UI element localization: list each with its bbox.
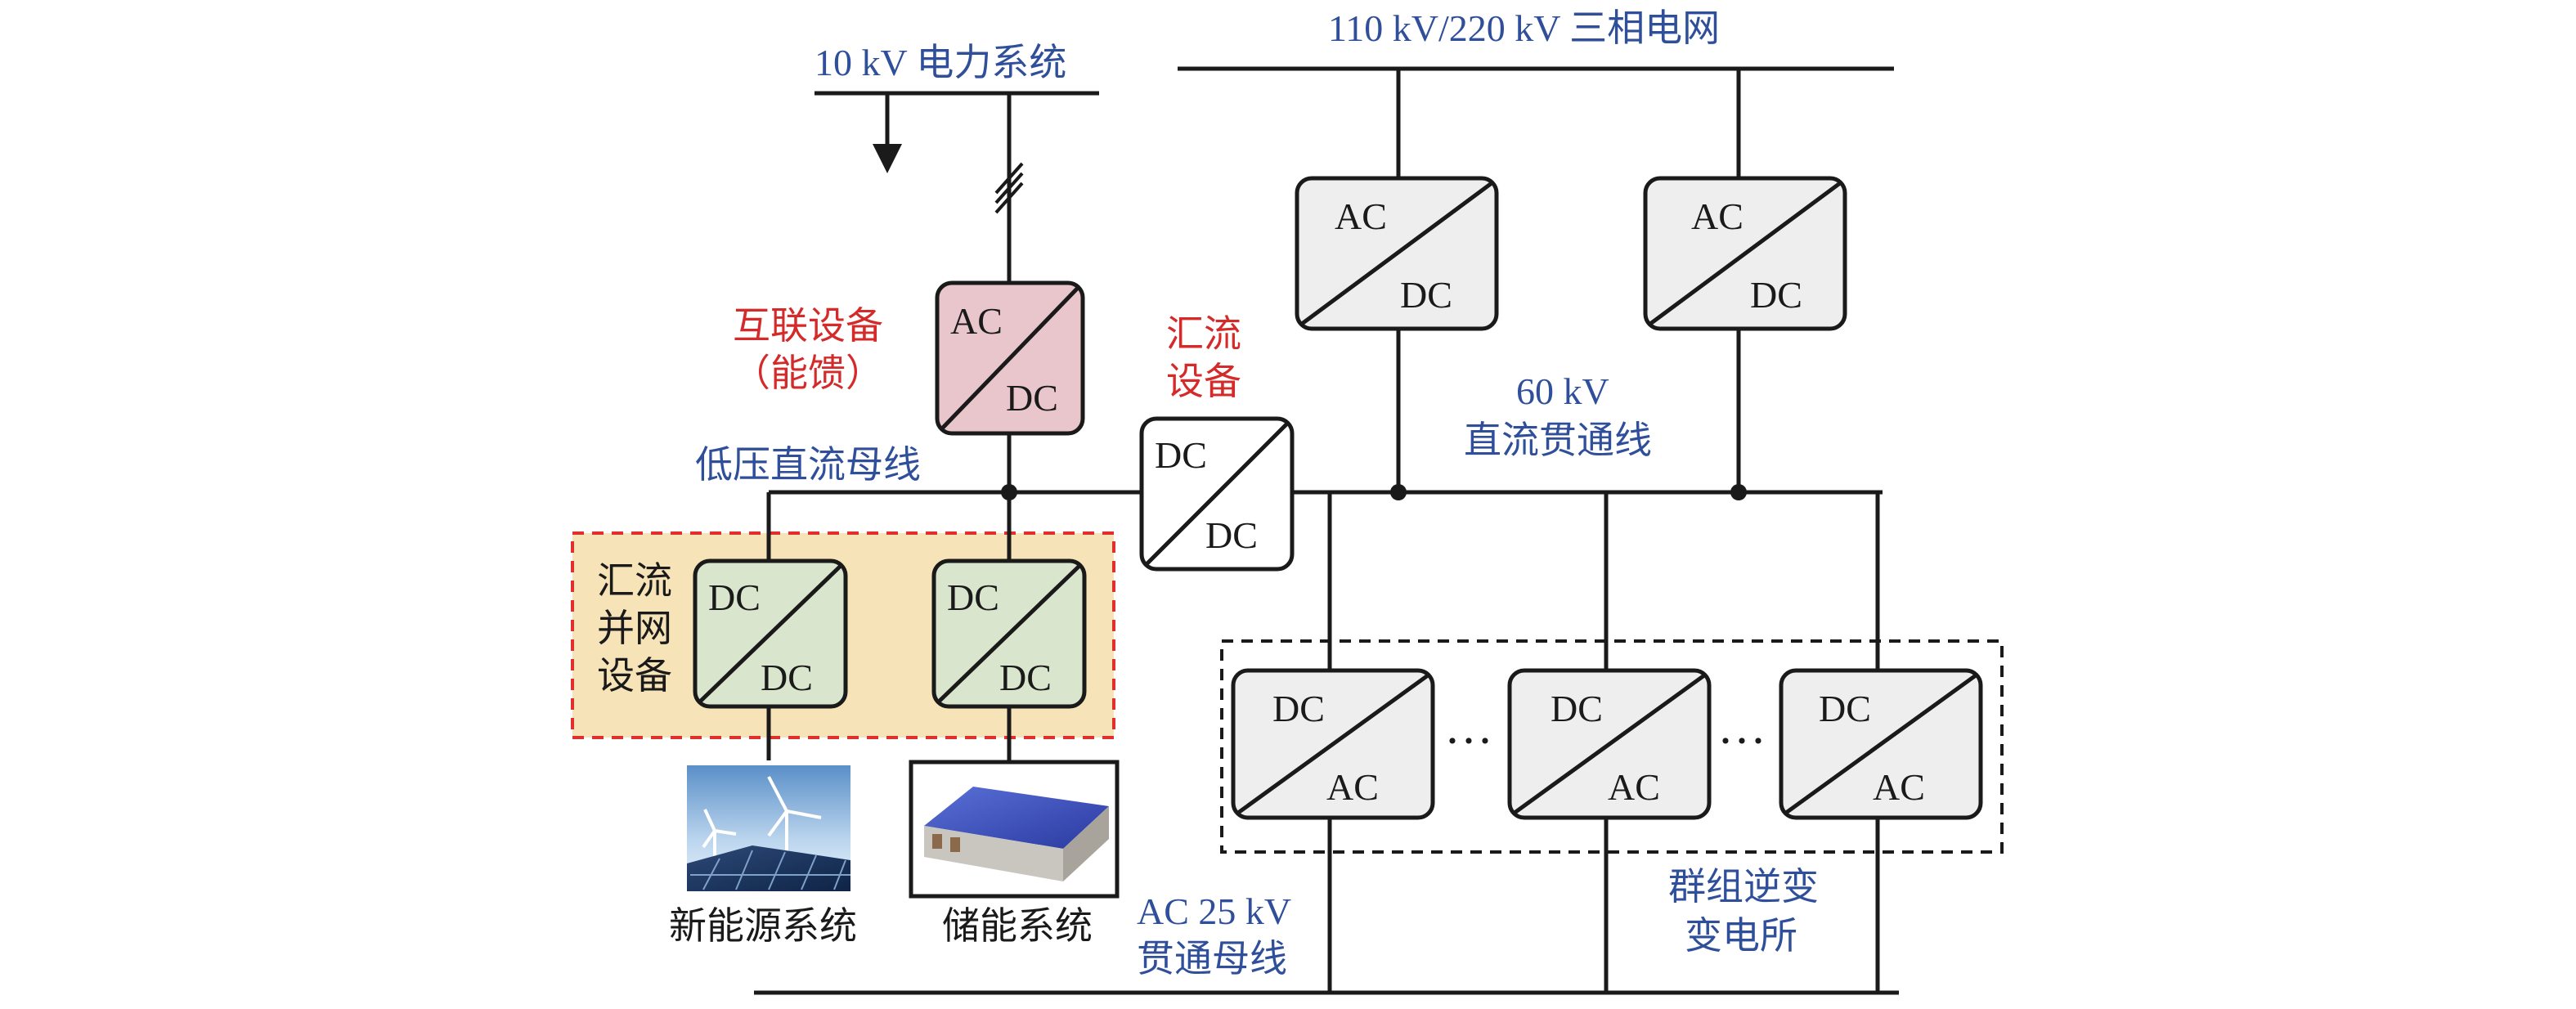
label-combiner-line2: 设备 (1166, 361, 1241, 402)
label-grid-conn-line3: 设备 (597, 655, 672, 697)
label-combiner-line1: 汇流 (1166, 313, 1241, 355)
acdc-converter-right: AC DC (1643, 176, 1847, 331)
converter-label-bottom: DC (1750, 274, 1802, 316)
label-interconnect-line2: （能馈） (733, 352, 883, 394)
converter-label-top: DC (1819, 688, 1871, 729)
label-grid-conn-line1: 汇流 (597, 560, 672, 602)
converter-label-top: AC (950, 300, 1003, 342)
label-dc60-line2: 直流贯通线 (1464, 419, 1652, 461)
load-arrow-icon (873, 144, 902, 173)
converter-label-bottom: DC (1006, 377, 1058, 419)
label-inverter-line2: 变电所 (1685, 915, 1797, 957)
converter-label-top: DC (947, 576, 999, 618)
battery-pack-icon (909, 760, 1120, 899)
converter-label-top: DC (1272, 688, 1325, 729)
ellipsis-2: ··· (1717, 714, 1766, 768)
junction-dcbus-right (1730, 484, 1747, 500)
label-inverter-line1: 群组逆变 (1668, 866, 1819, 908)
converter-label-bottom: AC (1873, 766, 1925, 808)
three-phase-tick-icon (994, 162, 1024, 214)
ellipsis-1: ··· (1444, 714, 1493, 768)
dcdc-new-energy-converter: DC DC (693, 558, 848, 709)
dcac-inverter-3: DC AC (1779, 668, 1983, 820)
label-lv-dc-bus: 低压直流母线 (695, 444, 921, 486)
converter-label-bottom: DC (1400, 274, 1452, 316)
converter-label-bottom: DC (761, 657, 813, 698)
acdc-converter-left: AC DC (1295, 176, 1499, 331)
dcdc-combiner-converter: DC DC (1139, 416, 1295, 572)
wind-solar-icon (687, 765, 850, 891)
converter-label-bottom: DC (1205, 514, 1258, 556)
converter-label-top: DC (1551, 688, 1603, 729)
dcac-inverter-1: DC AC (1231, 668, 1435, 820)
label-grid-110-220: 110 kV/220 kV 三相电网 (1328, 7, 1720, 49)
dcdc-storage-converter: DC DC (931, 558, 1087, 709)
label-ac25-line2: 贯通母线 (1137, 938, 1287, 980)
label-storage: 储能系统 (942, 905, 1093, 947)
converter-label-bottom: AC (1608, 766, 1660, 808)
junction-lvbus (1001, 484, 1017, 500)
converter-label-top: AC (1335, 195, 1387, 237)
label-grid-10kv: 10 kV 电力系统 (815, 42, 1066, 83)
label-ac25-line1: AC 25 kV (1137, 890, 1291, 932)
dcac-inverter-2: DC AC (1507, 668, 1712, 820)
converter-label-top: AC (1691, 195, 1744, 237)
label-grid-conn-line2: 并网 (597, 608, 672, 649)
converter-label-top: DC (1155, 434, 1207, 476)
converter-label-top: DC (708, 576, 761, 618)
converter-label-bottom: DC (999, 657, 1052, 698)
label-dc60-line1: 60 kV (1516, 370, 1609, 412)
label-new-energy: 新能源系统 (669, 905, 857, 947)
interconnect-converter: AC DC (935, 280, 1085, 436)
inverter-substation-region (1220, 639, 2004, 854)
converter-label-bottom: AC (1326, 766, 1379, 808)
junction-dcbus-left (1390, 484, 1407, 500)
label-interconnect-line1: 互联设备 (733, 305, 883, 347)
